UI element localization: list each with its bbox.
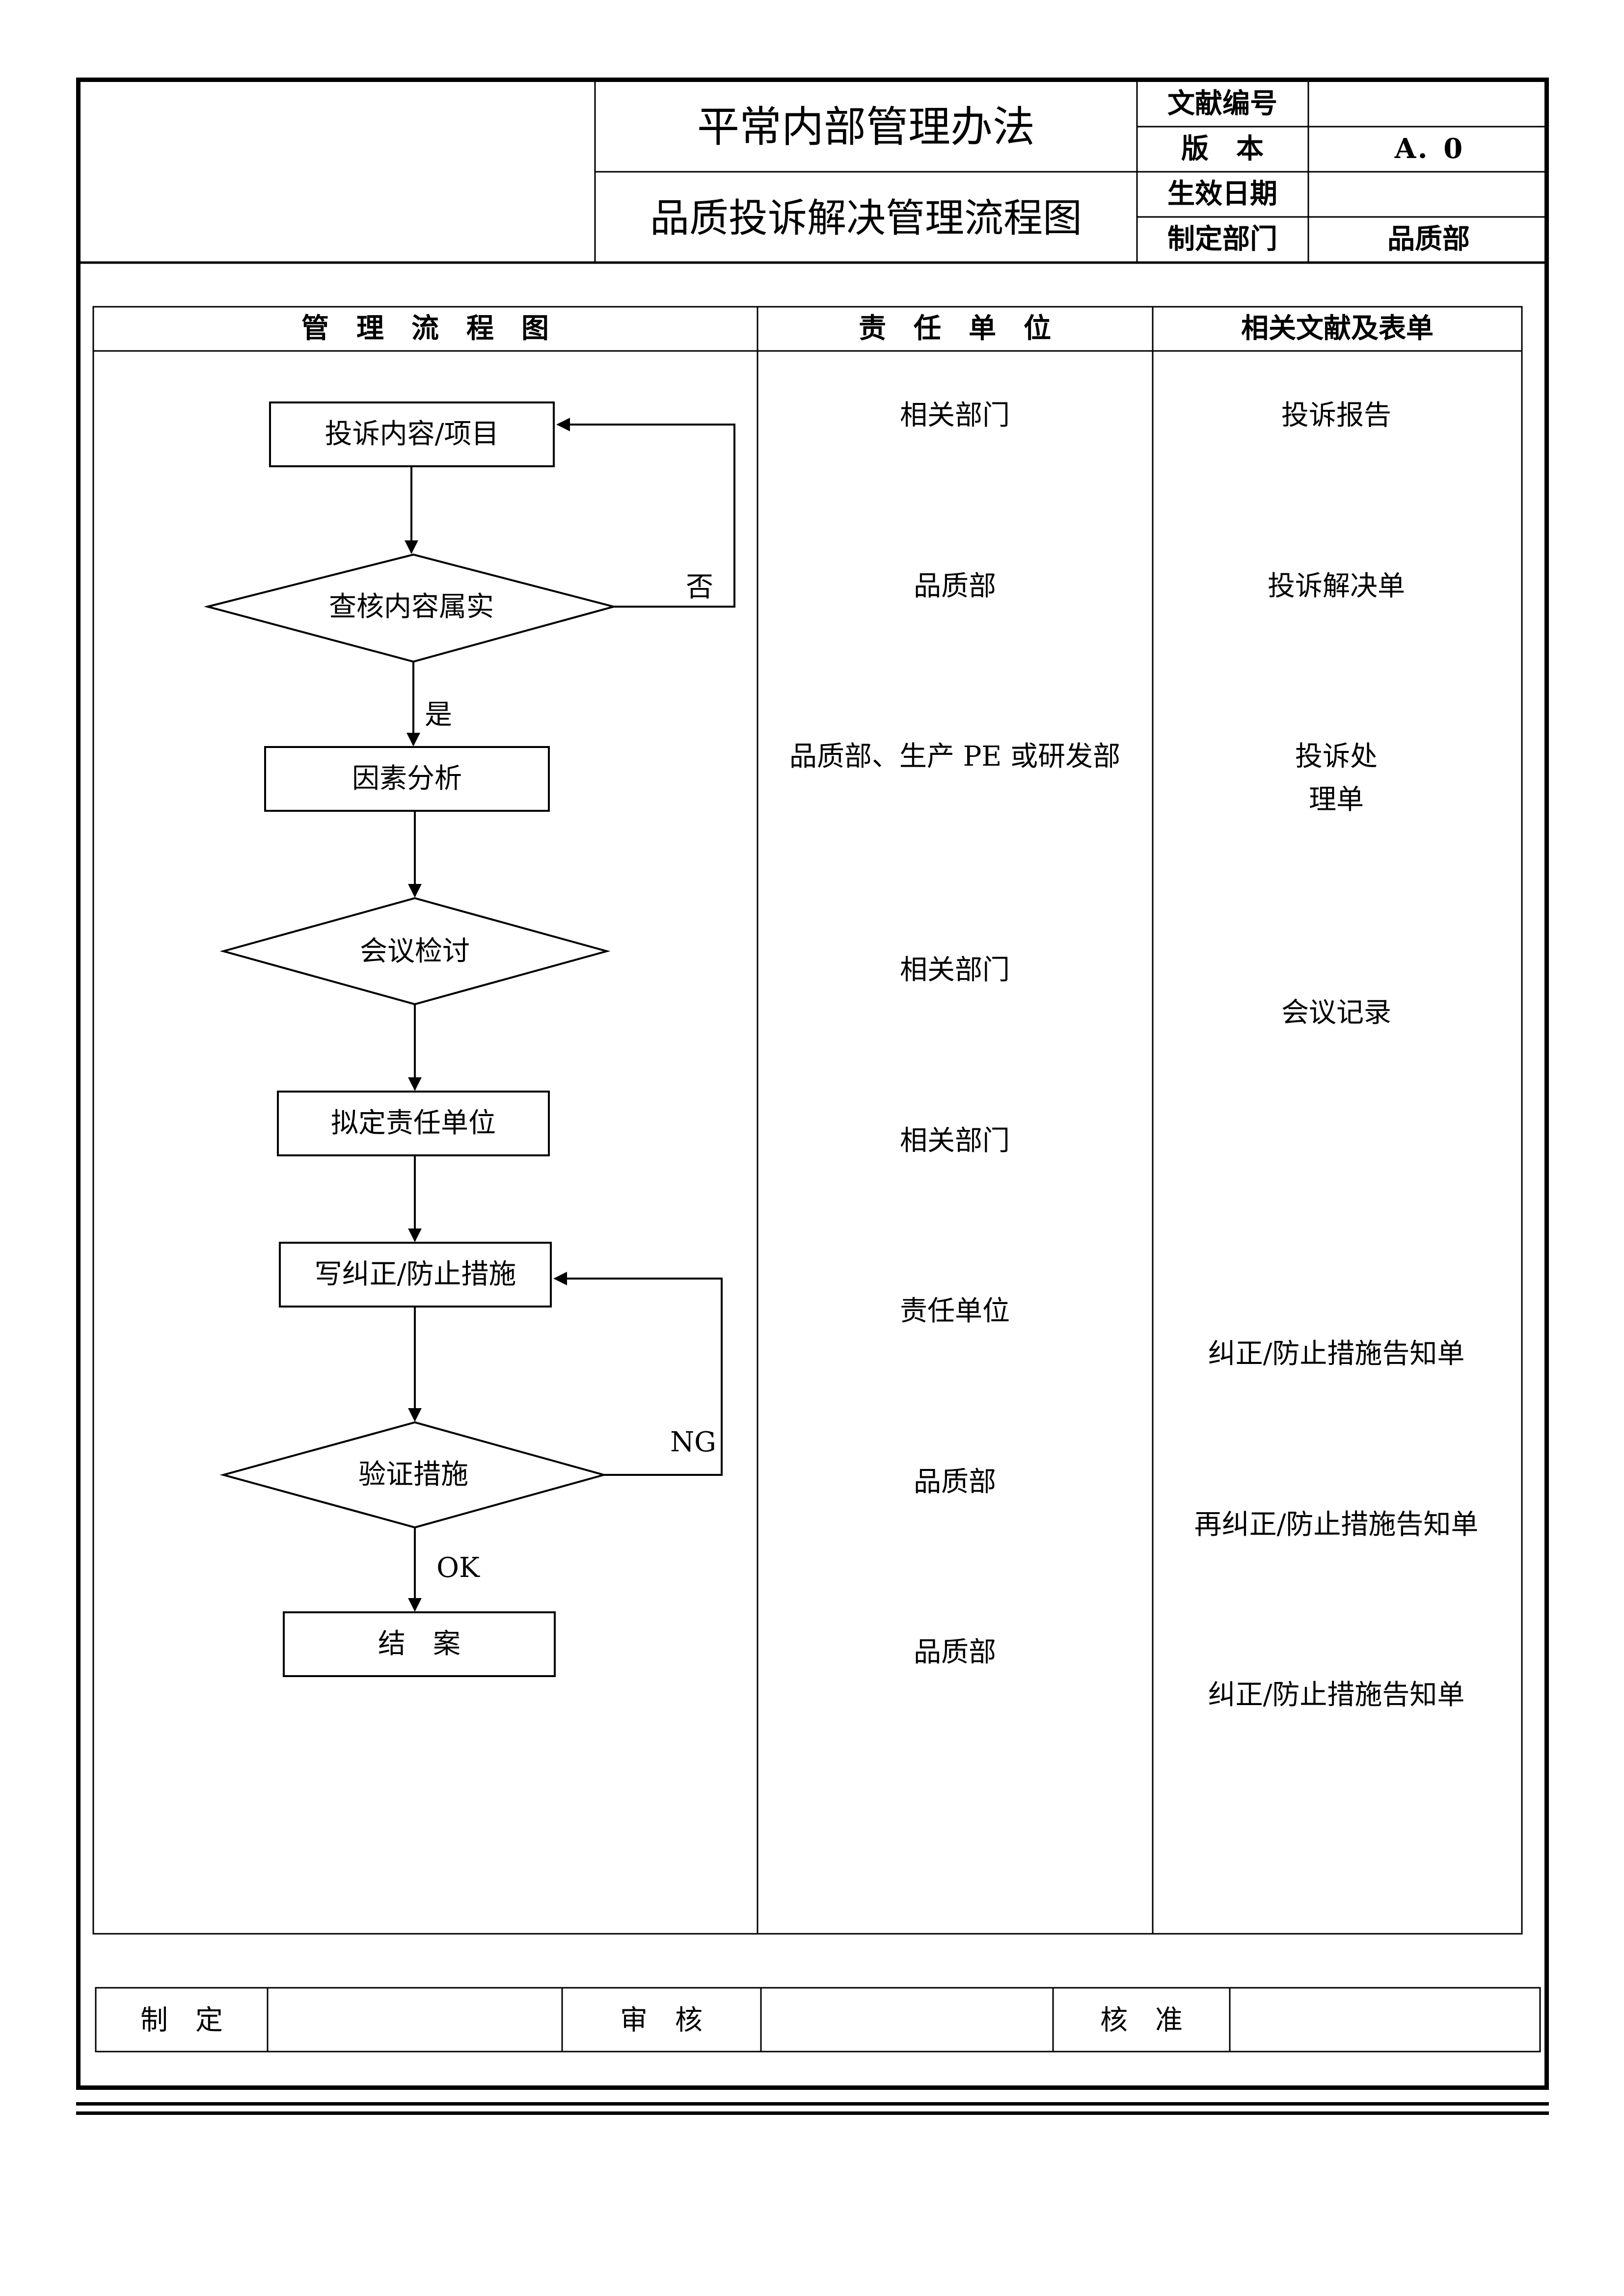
flow-label-close: 结 案 [378,1628,460,1660]
flow-label-no: 否 [686,571,713,603]
column-header-documents: 相关文献及表单 [1241,312,1434,345]
flow-label-analysis: 因素分析 [352,763,462,795]
flow-box-analysis [264,746,550,812]
column-header-responsibility: 责 任 单 位 [859,312,1051,345]
document-title: 平常内部管理办法 [697,103,1035,152]
responsibility-5: 相关部门 [900,1125,1010,1157]
document-6: 再纠正/防止措施告知单 [1194,1509,1479,1541]
flow-diamond-meeting [219,897,611,1006]
meta-label-effective-date: 生效日期 [1167,178,1277,210]
arrow-ng-loop [553,1272,723,1476]
flow-label-meeting: 会议检讨 [360,935,470,967]
flow-box-write-measures [279,1242,552,1308]
column-header-flowchart: 管 理 流 程 图 [301,312,549,345]
responsibility-2: 品质部 [914,570,996,602]
document-2: 投诉解决单 [1268,570,1405,602]
signoff-prepare-label: 制 定 [140,2004,223,2036]
flow-label-complaint: 投诉内容/项目 [325,418,499,450]
document-7: 纠正/防止措施告知单 [1208,1679,1465,1711]
document-5: 纠正/防止措施告知单 [1208,1338,1465,1370]
flow-label-verify-content: 查核内容属实 [329,591,494,623]
main-table [92,306,1523,1935]
meta-value-department: 品质部 [1387,223,1470,255]
document-4: 会议记录 [1281,997,1391,1029]
flow-label-assign: 拟定责任单位 [331,1107,496,1139]
flow-box-assign [277,1091,550,1156]
meta-label-department: 制定部门 [1167,223,1277,255]
document-subtitle: 品质投诉解决管理流程图 [650,195,1082,241]
meta-value-version: A．0 [1394,133,1462,165]
document-3-line1: 投诉处 [1295,741,1378,773]
bottom-rule-upper [76,2102,1549,2106]
signoff-approve-label: 核 准 [1100,2004,1183,2036]
meta-label-version: 版 本 [1181,133,1264,165]
document-1: 投诉报告 [1281,400,1391,431]
responsibility-1: 相关部门 [900,400,1010,431]
bottom-rule-lower [76,2111,1549,2115]
responsibility-8: 品质部 [914,1636,996,1668]
signoff-table [95,1987,1541,2053]
flow-box-close [283,1611,556,1677]
flow-label-verify-measures: 验证措施 [358,1459,468,1491]
meta-label-doc-number: 文献编号 [1167,87,1277,120]
arrow-no-loop [556,418,735,608]
document-3-line2: 理单 [1309,784,1364,816]
flow-box-complaint [269,401,555,467]
signoff-review-label: 审 核 [620,2004,703,2036]
responsibility-6: 责任单位 [900,1295,1010,1327]
flow-label-ok: OK [436,1552,480,1584]
responsibility-4: 相关部门 [900,954,1010,986]
header [79,81,1546,264]
flow-label-yes: 是 [425,699,452,731]
flow-label-ng: NG [670,1426,716,1458]
responsibility-7: 品质部 [914,1466,996,1498]
page-frame [76,78,1549,2090]
responsibility-3: 品质部、生产 PE 或研发部 [789,741,1120,773]
flow-label-write-measures: 写纠正/防止措施 [315,1258,516,1290]
